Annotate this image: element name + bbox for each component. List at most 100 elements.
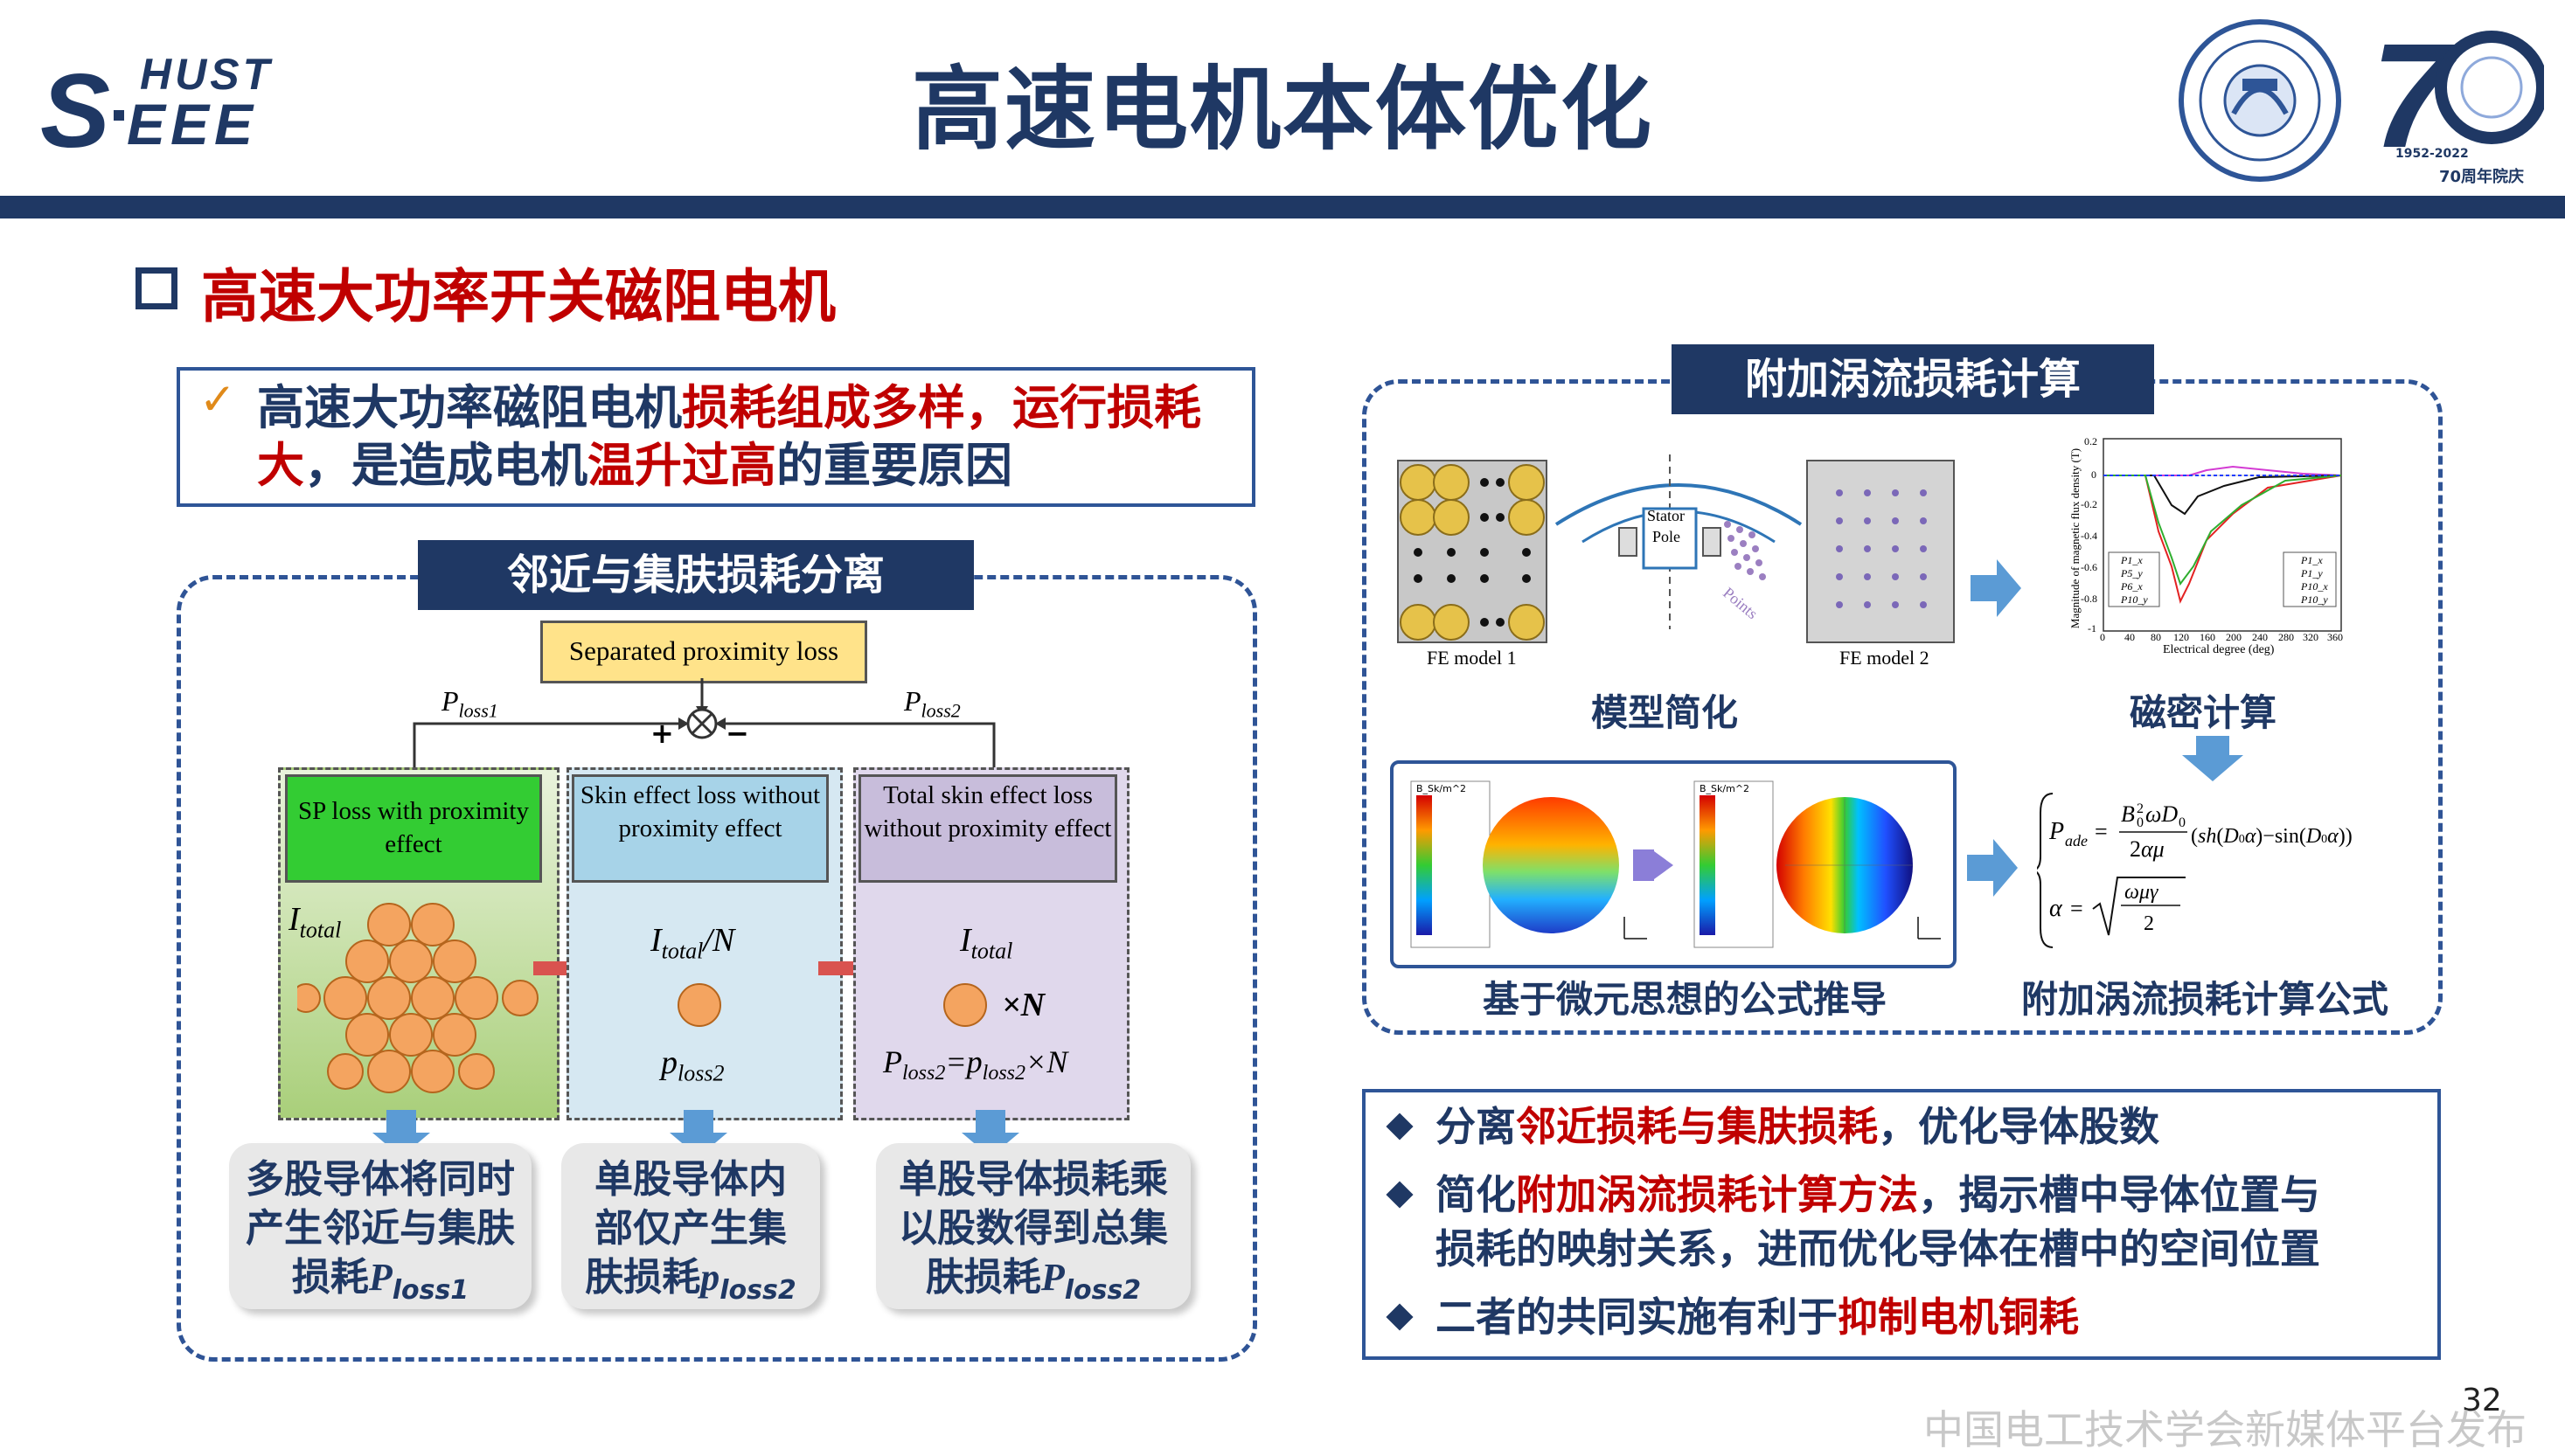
ploss1-subscript: loss1 xyxy=(458,699,498,722)
logo-top-text: HUST xyxy=(140,50,274,99)
summary-item-2-cont: 损耗的映射关系，进而优化导体在槽中的空间位置 xyxy=(1435,1225,2320,1272)
plot-ytick-4: -0.6 xyxy=(2081,561,2097,573)
fe-model-1 xyxy=(1397,460,1547,643)
plot-xtick-9: 360 xyxy=(2327,631,2343,643)
bubble1-var: P xyxy=(368,1256,393,1299)
summary-1c: ，优化导体股数 xyxy=(1878,1103,2159,1150)
blue-arrow-icon-1 xyxy=(1971,559,2021,617)
bubble3-var: P xyxy=(1040,1256,1065,1299)
bubble2-var: p xyxy=(700,1256,720,1299)
separated-proximity-label: Separated proximity loss xyxy=(540,621,867,683)
hust-logo-graphic: S xyxy=(40,52,124,170)
school-seal xyxy=(2177,17,2343,184)
box3-equation: Ploss2=ploss2×N xyxy=(883,1043,1067,1085)
plot-x-label: Electrical degree (deg) xyxy=(2163,643,2275,656)
legend-right-0: P1_x xyxy=(2301,554,2323,566)
plus-sign: + xyxy=(650,717,674,750)
summary-3a: 二者的共同实施有利于 xyxy=(1435,1293,1838,1341)
plot-xtick-2: 80 xyxy=(2151,631,2161,643)
plot-ytick-6: -1 xyxy=(2088,622,2096,634)
svg-text:=: = xyxy=(2095,819,2108,844)
plot-xtick-6: 240 xyxy=(2252,631,2268,643)
bubble3-sub: loss2 xyxy=(1064,1274,1142,1306)
plot-ytick-0: 0.2 xyxy=(2084,435,2097,447)
box2-current-tail: /N xyxy=(703,922,735,959)
svg-text:α: α xyxy=(2049,895,2063,922)
summary-1a: 分离 xyxy=(1435,1103,1516,1150)
bubble-multi-strand: 多股导体将同时产生邻近与集肤损耗Ploss1 xyxy=(229,1143,532,1309)
box2-current-label: Itotal/N xyxy=(650,921,734,965)
skin-loss-label: Skin effect loss without proximity effec… xyxy=(572,774,829,883)
bubble2-text: 单股导体内部仅产生集肤损耗 xyxy=(585,1157,787,1300)
pole-label: Pole xyxy=(1652,528,1681,545)
svg-text:S: S xyxy=(40,52,110,157)
summary-2a: 简化 xyxy=(1435,1171,1516,1218)
key-point-text-1b: 损耗组成多样，运行损耗 xyxy=(682,380,1201,435)
contour-header-1: B_Sk/m^2 xyxy=(1416,783,1467,794)
svg-text:P: P xyxy=(2048,818,2064,845)
key-point-text-2d: 的重要原因 xyxy=(776,438,1012,493)
box3-current-sub: total xyxy=(970,938,1013,964)
ploss1-symbol: P xyxy=(441,685,459,717)
key-point-line2: 大，是造成电机温升过高的重要原因 xyxy=(257,437,1012,495)
legend-left-3: P10_y xyxy=(2121,593,2148,606)
svg-text:ωD: ωD xyxy=(2145,801,2178,827)
caption-model-simplify: 模型简化 xyxy=(1591,691,1739,734)
anniversary-years: 1952-2022 xyxy=(2395,147,2469,161)
box2-ploss-label: ploss2 xyxy=(661,1043,724,1087)
anniversary-text: 70周年院庆 xyxy=(2439,168,2525,186)
box3-current-label: Itotal xyxy=(960,921,1012,965)
flux-density-plot: Magnitude of magnetic flux density (T) E… xyxy=(2058,435,2352,656)
plot-ytick-1: 0 xyxy=(2091,468,2096,481)
loss-flow-lines xyxy=(413,678,996,769)
box1-current-label: Itotal xyxy=(288,900,341,944)
stator-label: Stator xyxy=(1647,507,1685,524)
ploss2-label: Ploss2 xyxy=(904,685,961,722)
bubble-single-strand: 单股导体内部仅产生集肤损耗ploss2 xyxy=(561,1143,820,1309)
svg-text:B: B xyxy=(2121,801,2135,827)
legend-right-2: P10_x xyxy=(2301,580,2328,593)
ploss2-subscript: loss2 xyxy=(921,699,961,722)
legend-right-3: P10_y xyxy=(2301,593,2328,606)
diamond-bullet-icon xyxy=(1386,1180,1414,1209)
strand-bundle xyxy=(297,903,539,1093)
page-title: 高速电机本体优化 xyxy=(911,56,1653,163)
box3-eq-a: P xyxy=(883,1044,902,1079)
box2-ploss-symbol: p xyxy=(661,1044,678,1081)
box3-eq-b-sub: loss2 xyxy=(982,1062,1026,1085)
plot-xtick-1: 40 xyxy=(2124,631,2135,643)
summary-box: 分离邻近损耗与集肤损耗，优化导体股数 简化附加涡流损耗计算方法，揭示槽中导体位置… xyxy=(1362,1089,2441,1360)
diamond-bullet-icon xyxy=(1386,1112,1414,1141)
plot-xtick-0: 0 xyxy=(2100,631,2105,643)
svg-text:0: 0 xyxy=(2179,815,2186,830)
plot-legend-right: P1_x P1_y P10_x P10_y xyxy=(2301,554,2328,607)
box3-eq-a-sub: loss2 xyxy=(902,1062,946,1085)
key-point-text-2a: 大 xyxy=(257,438,304,493)
legend-right-1: P1_y xyxy=(2301,567,2323,579)
box3-current-symbol: I xyxy=(960,922,971,959)
bubble3-text: 单股导体损耗乘以股数得到总集肤损耗 xyxy=(899,1157,1168,1300)
ploss1-label: Ploss1 xyxy=(441,685,498,722)
summary-3b: 抑制电机铜耗 xyxy=(1838,1293,2079,1341)
key-point-text-2b: ，是造成电机 xyxy=(304,438,587,493)
check-icon: ✓ xyxy=(199,374,236,425)
square-bullet-icon xyxy=(136,267,177,309)
summary-item-1: 分离邻近损耗与集肤损耗，优化导体股数 xyxy=(1386,1099,2159,1154)
contour-plots-box: B_Sk/m^2 B_Sk/m^2 xyxy=(1390,760,1957,968)
contour-header-2: B_Sk/m^2 xyxy=(1700,783,1750,794)
plot-ytick-3: -0.4 xyxy=(2081,530,2097,542)
box1-current-sub: total xyxy=(299,917,342,943)
eddy-loss-formula: P ade = B 2 0 ωD 0 2αμ (sh(D0α)−sin(D0α)… xyxy=(2033,787,2422,953)
svg-text:ωμγ: ωμγ xyxy=(2124,881,2158,904)
single-strand-2 xyxy=(678,983,721,1027)
summary-1b: 邻近损耗与集肤损耗 xyxy=(1516,1103,1878,1150)
plot-ytick-2: -0.2 xyxy=(2081,498,2097,510)
anniversary-logo: 7 1952-2022 70周年院庆 xyxy=(2369,13,2548,191)
svg-text:ade: ade xyxy=(2065,832,2088,849)
svg-text:(sh(D0α)−sin(D0α)): (sh(D0α)−sin(D0α)) xyxy=(2191,825,2353,848)
header-band xyxy=(0,196,2565,218)
key-point-line1: 高速大功率磁阻电机损耗组成多样，运行损耗 xyxy=(257,379,1201,437)
plot-ytick-5: -0.8 xyxy=(2081,593,2097,605)
right-panel-tab: 附加涡流损耗计算 xyxy=(1672,344,2154,414)
key-point-text-2c: 温升过高 xyxy=(587,438,776,493)
